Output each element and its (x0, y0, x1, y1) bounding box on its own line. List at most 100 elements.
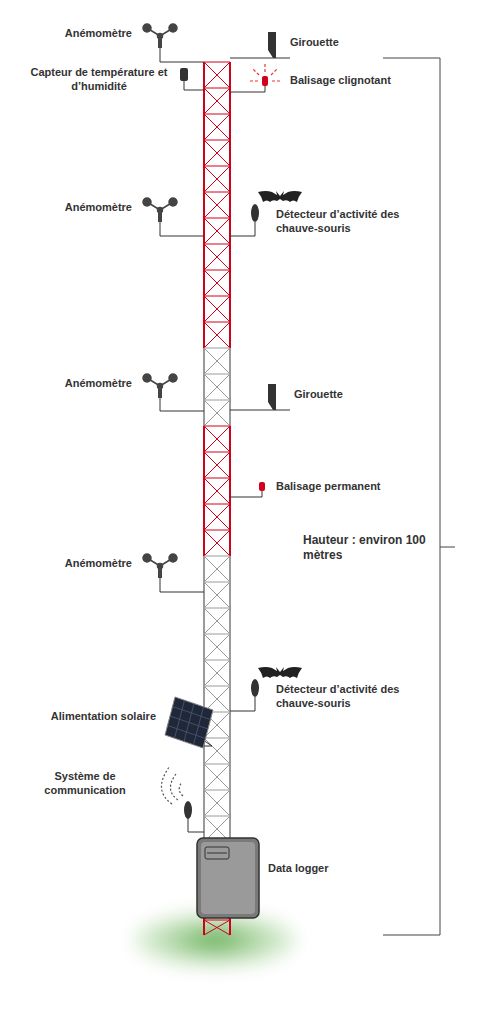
mast-rung (204, 686, 230, 687)
wind-vanes (268, 32, 276, 410)
mast-rail (204, 114, 230, 140)
mast-segment (204, 348, 230, 374)
mast-rung (204, 738, 230, 739)
mast-rung (204, 322, 230, 323)
flashing-beacon (249, 64, 281, 86)
mast-rung (204, 790, 230, 791)
mast-segment (204, 660, 230, 686)
anemometer-cup (169, 374, 177, 382)
mast-brace (204, 660, 230, 686)
mast-brace (204, 88, 230, 114)
mast-brace (204, 582, 230, 608)
mast-rail (204, 400, 230, 426)
mast-rung (204, 582, 230, 583)
mast-rail (204, 374, 230, 400)
mast-brace (204, 62, 230, 88)
mast-segment (204, 62, 230, 88)
mast-brace (204, 452, 230, 478)
mast-segment (204, 322, 230, 348)
mast-rail (204, 218, 230, 244)
anemometer-arms (147, 558, 173, 578)
mast-brace (204, 400, 230, 426)
mast-rail (204, 608, 230, 634)
mast-rail (204, 738, 230, 764)
bat-icons (258, 191, 302, 678)
mast-rung (204, 452, 230, 453)
part-label: Anémomètre (40, 377, 132, 391)
part-label: Alimentation solaire (16, 710, 156, 724)
anemometers (143, 24, 177, 578)
part-label: Girouette (294, 388, 394, 402)
mast-rail (204, 62, 230, 88)
mast-rail (204, 634, 230, 660)
mast-brace (204, 374, 230, 400)
mast-rail (204, 660, 230, 686)
mast-rail (204, 348, 230, 374)
permanent-beacon (259, 482, 265, 491)
mast-segment (204, 582, 230, 608)
solar-panel (165, 697, 213, 748)
mast-rung (204, 192, 230, 193)
mast-rung (204, 634, 230, 635)
ground (133, 912, 297, 968)
anemometer-symbol (143, 24, 177, 48)
mast-segment (204, 452, 230, 478)
mast-rung (204, 660, 230, 661)
mast-rung (204, 478, 230, 479)
anemometer-body (158, 388, 162, 398)
mast-brace (204, 738, 230, 764)
mast-segment (204, 608, 230, 634)
mast-segment (204, 400, 230, 426)
mast-rail (204, 140, 230, 166)
mast-rail (204, 556, 230, 582)
anemometer-cup (169, 198, 177, 206)
mast-rail (204, 530, 230, 556)
part-label: Capteur de température et d’humidité (26, 66, 172, 94)
part-label: Anémomètre (40, 201, 132, 215)
mast-brace (204, 322, 230, 348)
anemometer-body (158, 568, 162, 578)
anemometer-cup (143, 554, 151, 562)
height-bracket (383, 58, 455, 935)
mast-brace (204, 426, 230, 452)
mast-rung (204, 608, 230, 609)
mast-rung (204, 114, 230, 115)
mast-rail (204, 88, 230, 114)
mast-brace (204, 556, 230, 582)
anemometer-cup (143, 198, 151, 206)
mast-rail (204, 920, 230, 935)
part-label: Détecteur d’activité des chauve-souris (276, 683, 401, 711)
mast-rail (204, 244, 230, 270)
mast-rail (204, 322, 230, 348)
bat-detectors (251, 204, 259, 697)
data-logger (197, 838, 259, 918)
part-label: Détecteur d’activité des chauve-souris (276, 208, 401, 236)
mast-rail (204, 296, 230, 322)
mast-segment (204, 270, 230, 296)
anemometer-arms (147, 28, 173, 48)
anemometer-body (158, 212, 162, 222)
mast-segment (204, 374, 230, 400)
mast-segment (204, 244, 230, 270)
mast-rung (204, 920, 230, 921)
mast-segment (204, 738, 230, 764)
mast-brace (204, 348, 230, 374)
part-label: Girouette (290, 36, 390, 50)
part-label: Data logger (268, 862, 378, 876)
communication-antenna (161, 766, 192, 819)
mast-rail (204, 504, 230, 530)
part-label: Balisage permanent (276, 480, 426, 494)
mast-segment (204, 140, 230, 166)
anemometer-symbol (143, 554, 177, 578)
mast-rung (204, 400, 230, 401)
mast-segment (204, 426, 230, 452)
mast-segment (204, 504, 230, 530)
mast-rail (204, 452, 230, 478)
mast-brace (204, 114, 230, 140)
mast-rung (204, 166, 230, 167)
mast-rung (204, 374, 230, 375)
mast-segment (204, 192, 230, 218)
mast-rung (204, 88, 230, 89)
mast-rung (204, 270, 230, 271)
mast-brace (204, 296, 230, 322)
